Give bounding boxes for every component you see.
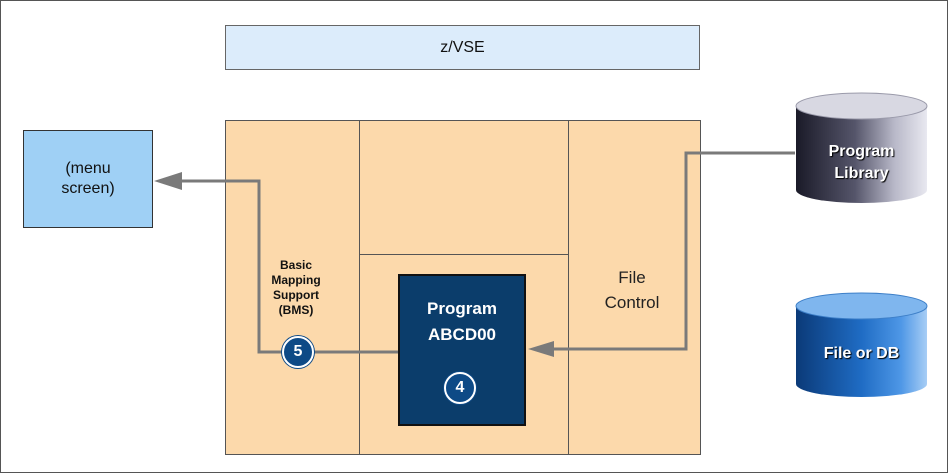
menu-screen-line1: (menu [65,160,111,177]
file-or-db-text: File or DB [823,345,900,362]
step-5-badge: 5 [282,336,314,368]
zvse-label: z/VSE [440,38,485,56]
zvse-banner: z/VSE [225,25,700,70]
bms-label: Basic Mapping Support (BMS) [268,258,324,318]
file-or-db-label: File or DB [796,343,927,365]
file-control-region [568,120,701,455]
step-5-number: 5 [293,343,303,360]
program-library-line1: Program [828,143,895,160]
program-line1: Program [427,299,497,318]
program-label: Program ABCD00 [398,296,526,348]
file-or-db-cylinder [795,292,928,397]
step-4-number: 4 [455,379,465,396]
file-control-label: File Control [590,265,674,315]
bms-line4: (BMS) [278,303,314,317]
library-to-program-connector [552,151,795,351]
arrowhead-into-screen [154,172,182,190]
program-to-screen-connector [180,179,398,354]
bms-line1: Basic [279,258,313,272]
file-control-line2: Control [604,293,660,312]
file-control-line1: File [618,268,646,287]
bms-line2: Mapping [271,273,321,287]
menu-screen-line2: screen) [61,180,115,197]
program-library-cylinder [795,92,928,203]
program-library-line2: Library [834,165,889,182]
upper-center-region [359,120,569,255]
menu-screen-box: (menu screen) [23,130,153,228]
program-line2: ABCD00 [427,325,497,344]
program-library-label: Program Library [796,141,927,185]
arrowhead-into-program [528,341,554,357]
step-4-badge: 4 [444,372,476,404]
bms-line3: Support [273,288,319,302]
